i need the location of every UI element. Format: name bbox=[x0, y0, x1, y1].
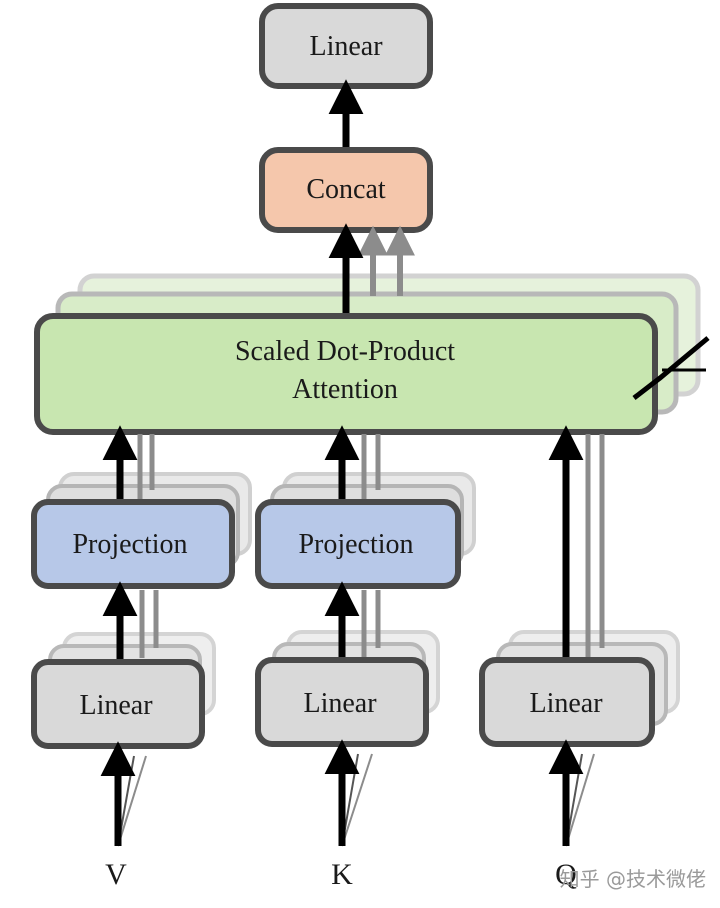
linear-k-label: Linear bbox=[303, 688, 377, 719]
projection-v-box: Projection bbox=[31, 499, 235, 589]
input-k-label: K bbox=[331, 858, 353, 891]
linear-q-box: Linear bbox=[479, 657, 655, 747]
input-v-label: V bbox=[105, 858, 127, 891]
linear-k-box: Linear bbox=[255, 657, 429, 747]
input-v-fan-3 bbox=[117, 755, 147, 847]
heads-slash-mark bbox=[632, 336, 710, 400]
input-q-label: Q bbox=[555, 858, 577, 891]
attention-label-line1: Scaled Dot-Product bbox=[235, 336, 455, 367]
concat-label: Concat bbox=[306, 174, 386, 205]
projection-k-box: Projection bbox=[255, 499, 461, 589]
input-q-fan-3 bbox=[565, 753, 595, 847]
watermark: 知乎 @技术微佬 bbox=[560, 867, 706, 891]
concat-box: Concat bbox=[259, 147, 433, 233]
output-linear-box: Linear bbox=[259, 3, 433, 89]
attention-box: Scaled Dot-Product Attention bbox=[34, 313, 658, 435]
output-linear-label: Linear bbox=[309, 31, 383, 62]
linear-v-box: Linear bbox=[31, 659, 205, 749]
attention-label-line2: Attention bbox=[292, 374, 398, 405]
input-k-fan-3 bbox=[341, 753, 373, 847]
projection-k-label: Projection bbox=[298, 529, 413, 560]
linear-q-label: Linear bbox=[529, 688, 603, 719]
projection-v-label: Projection bbox=[72, 529, 187, 560]
linear-v-label: Linear bbox=[79, 690, 153, 721]
